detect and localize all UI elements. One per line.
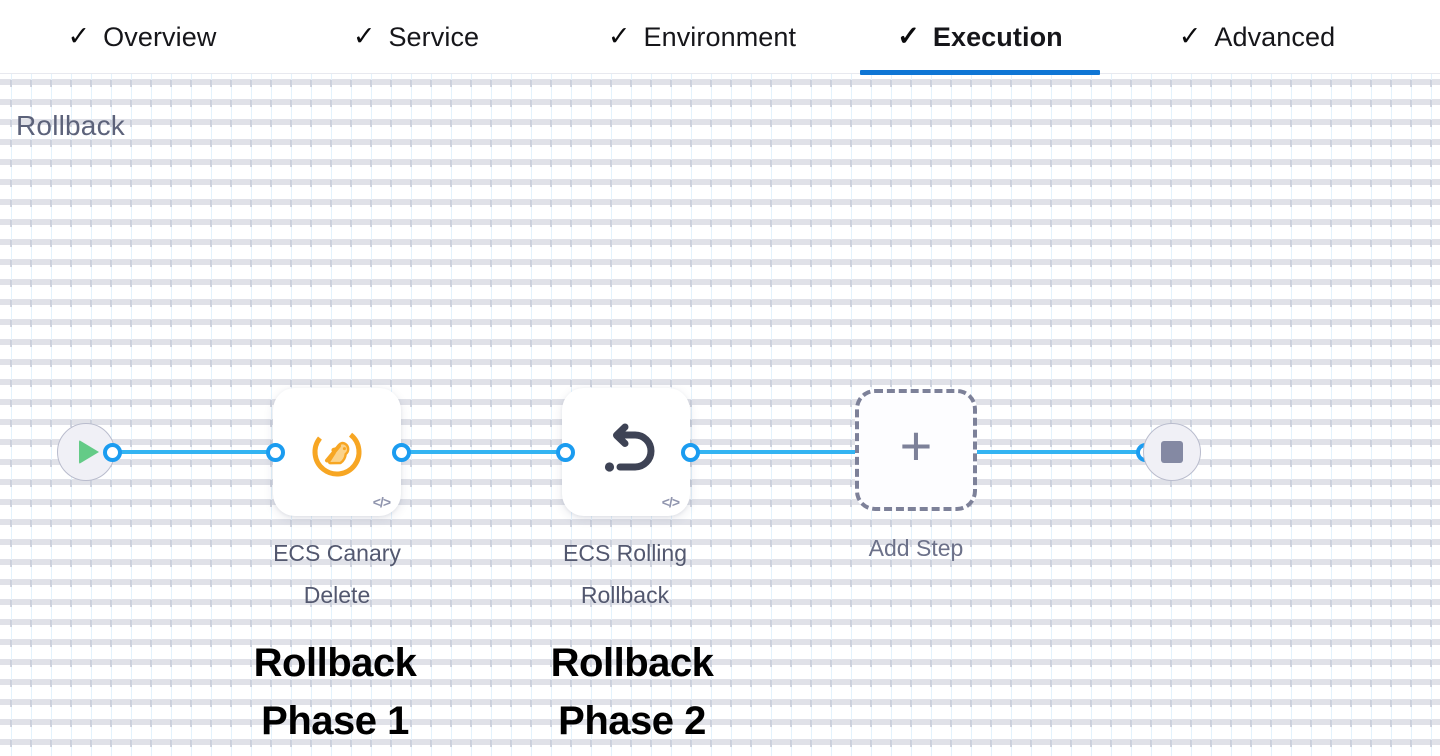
port-step2-input[interactable]: [556, 443, 575, 462]
check-icon: ✓: [607, 20, 631, 51]
tab-environment[interactable]: ✓ Environment: [582, 0, 822, 74]
add-step-button[interactable]: +: [855, 389, 977, 511]
port-step1-output[interactable]: [392, 443, 411, 462]
code-badge-icon[interactable]: </>: [372, 494, 391, 510]
port-step1-input[interactable]: [266, 443, 285, 462]
tab-label: Execution: [932, 21, 1063, 52]
edge-step2-to-addstep: [686, 450, 954, 454]
tab-label: Advanced: [1214, 21, 1336, 52]
check-icon: ✓: [352, 20, 376, 51]
add-step-label: Add Step: [868, 535, 964, 561]
edge-addstep-to-end: [960, 450, 1150, 454]
tab-execution[interactable]: ✓ Execution: [860, 0, 1100, 75]
stop-icon: [1161, 441, 1183, 463]
annotation-rollback-phase-2: Rollback Phase 2: [550, 641, 714, 743]
check-icon: ✓: [1178, 20, 1202, 51]
step-node-ecs-rolling-rollback[interactable]: </>: [562, 388, 690, 516]
step-label-ecs-rolling-rollback: ECS Rolling Rollback: [563, 540, 687, 608]
check-icon: ✓: [67, 20, 91, 51]
pipeline-canvas[interactable]: Rollback </> ECS Canary Delete: [0, 74, 1440, 756]
step-label-ecs-canary-delete: ECS Canary Delete: [273, 540, 401, 608]
port-step2-output[interactable]: [681, 443, 700, 462]
edge-start-to-step1: [112, 450, 290, 454]
edge-step1-to-step2: [398, 450, 576, 454]
tab-advanced[interactable]: ✓ Advanced: [1152, 0, 1362, 74]
code-badge-icon[interactable]: </>: [661, 494, 680, 510]
tab-label: Environment: [643, 21, 797, 52]
tab-active-underline: [860, 70, 1100, 75]
step-node-ecs-canary-delete[interactable]: </>: [273, 388, 401, 516]
rollback-undo-icon: [604, 423, 655, 472]
tab-service[interactable]: ✓ Service: [330, 0, 502, 74]
wizard-tab-bar: ✓ Overview ✓ Service ✓ Environment ✓ Exe…: [0, 0, 1440, 75]
tab-label: Overview: [103, 21, 217, 52]
ecs-canary-delete-icon: [312, 427, 362, 477]
section-title-rollback: Rollback: [16, 110, 125, 141]
end-node[interactable]: [1143, 423, 1201, 481]
plus-icon: +: [899, 414, 933, 477]
tab-overview[interactable]: ✓ Overview: [42, 0, 242, 74]
port-start-output[interactable]: [103, 443, 122, 462]
annotation-rollback-phase-1: Rollback Phase 1: [253, 641, 417, 743]
tab-label: Service: [388, 21, 480, 52]
play-icon: [79, 440, 99, 464]
check-icon: ✓: [897, 20, 920, 51]
